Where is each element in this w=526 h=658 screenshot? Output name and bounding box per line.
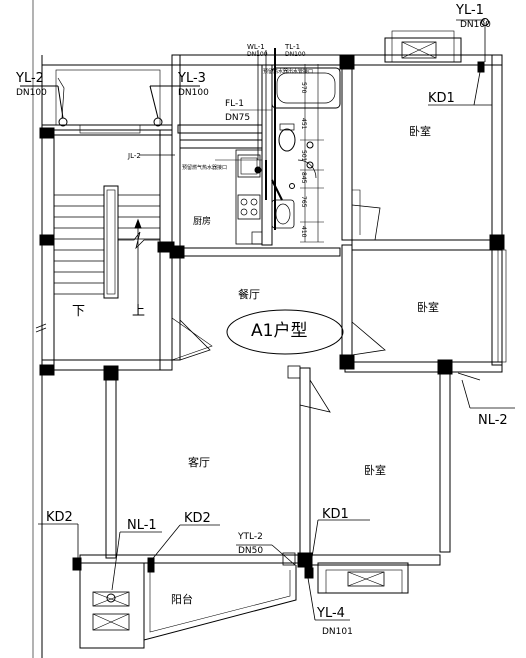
leader-lines bbox=[38, 19, 515, 621]
pipe-label-yl2: YL-2 bbox=[16, 71, 44, 86]
pipe-label-tl1: TL-1 bbox=[285, 43, 301, 51]
unit-title-ellipse bbox=[226, 309, 344, 355]
room-balcony: 阳台 bbox=[171, 593, 193, 606]
pipe-dn-fl1: DN75 bbox=[225, 113, 251, 123]
stair-break-line bbox=[118, 231, 160, 250]
outer-walls bbox=[79, 54, 507, 568]
dimension-451: 451 bbox=[300, 118, 307, 130]
dimension-765: 765 bbox=[300, 196, 307, 208]
kd1-label-bottom: KD1 bbox=[322, 507, 349, 522]
dimension-501: 501 bbox=[300, 150, 307, 162]
room-dining: 餐厅 bbox=[238, 288, 260, 301]
unit-title: A1户型 bbox=[251, 321, 308, 341]
stair-treads bbox=[54, 194, 160, 295]
pipe-dn-ytl2: DN50 bbox=[238, 546, 264, 556]
pipe-dn-wl1: DN100 bbox=[247, 51, 268, 58]
pipe-dn-yl1: DN100 bbox=[460, 20, 491, 30]
pipe-label-fl1: FL-1 bbox=[225, 99, 245, 109]
kd2-label-mid: KD2 bbox=[184, 511, 211, 526]
kitchen bbox=[235, 149, 263, 245]
pipe-label-wl1: WL-1 bbox=[247, 43, 265, 51]
room-bedroom-mid: 卧室 bbox=[417, 301, 439, 314]
pipe-label-jl2: JL-2 bbox=[128, 152, 141, 160]
room-living: 客厅 bbox=[188, 456, 210, 469]
pipe-dn-yl4: DN101 bbox=[322, 627, 353, 637]
pipe-label-yl1: YL-1 bbox=[456, 3, 484, 18]
bottom-bay-window bbox=[317, 562, 409, 594]
note-water-heater-outlet: 预留热水器出水管接口 bbox=[263, 69, 314, 75]
room-bedroom-bottom: 卧室 bbox=[364, 464, 386, 477]
dimension-845: 845 bbox=[300, 172, 307, 184]
kd2-label-left: KD2 bbox=[46, 510, 73, 525]
room-bedroom-top: 卧室 bbox=[409, 125, 431, 138]
pipe-label-nl2: NL-2 bbox=[478, 413, 508, 428]
pipe-label-ytl2: YTL-2 bbox=[238, 532, 263, 542]
stair-up-label: 上 bbox=[132, 304, 146, 319]
top-bay-window bbox=[384, 18, 489, 73]
pipe-dn-yl2: DN100 bbox=[16, 88, 47, 98]
doors bbox=[171, 189, 386, 413]
kd1-label-top: KD1 bbox=[428, 91, 455, 106]
stair-core bbox=[35, 124, 175, 376]
bottom-balcony bbox=[72, 557, 314, 649]
pipe-dn-tl1: DN100 bbox=[285, 51, 306, 58]
dimension-410: 410 bbox=[300, 226, 307, 238]
stair-down-label: 下 bbox=[72, 304, 86, 319]
stair-handrail bbox=[103, 185, 119, 299]
note-gas-heater: 预留燃气热水器接口 bbox=[182, 165, 228, 171]
pipe-label-nl1: NL-1 bbox=[127, 518, 157, 533]
plumbing-risers bbox=[215, 48, 324, 243]
dimension-570: 570 bbox=[300, 82, 307, 94]
pipe-label-yl4: YL-4 bbox=[317, 606, 345, 621]
pipe-dn-yl3: DN100 bbox=[178, 88, 209, 98]
pipe-label-yl3: YL-3 bbox=[178, 71, 206, 86]
upper-left-balcony bbox=[20, 64, 200, 134]
room-kitchen: 厨房 bbox=[193, 217, 212, 227]
